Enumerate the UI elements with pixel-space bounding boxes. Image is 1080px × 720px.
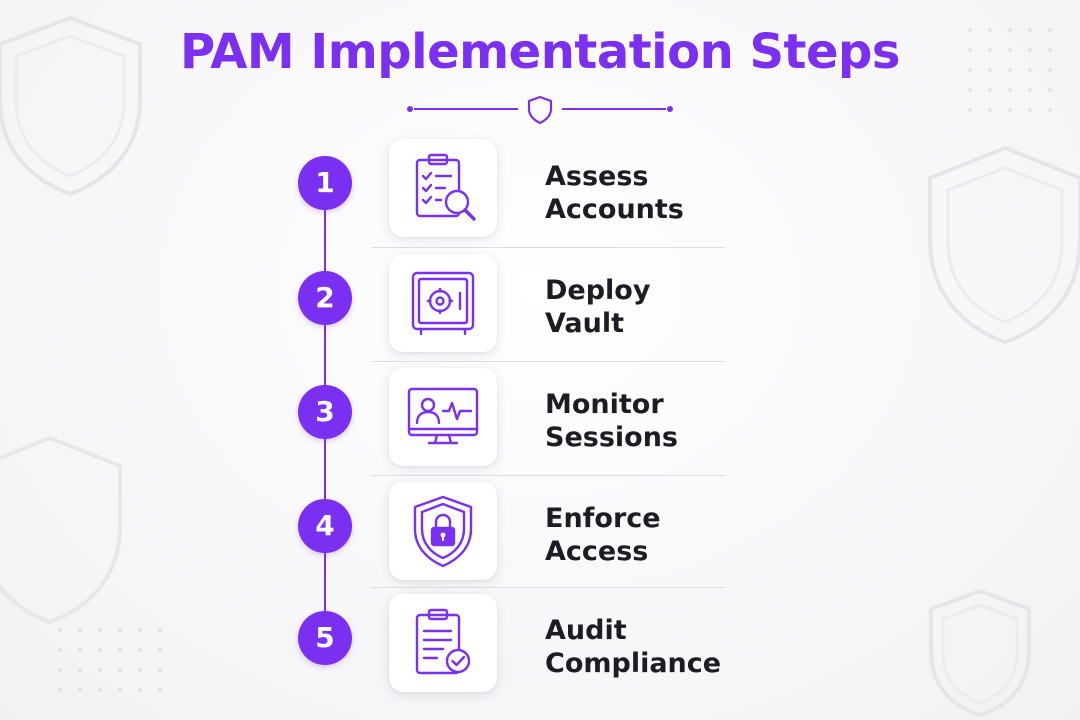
- title-divider: [407, 95, 673, 125]
- step-label-line: Access: [545, 536, 649, 567]
- step-number-badge: 3: [298, 385, 352, 439]
- step-label: Audit Compliance: [545, 614, 765, 680]
- step-icon-card: [389, 368, 497, 466]
- step-label: Deploy Vault: [545, 274, 765, 340]
- step-label: Assess Accounts: [545, 160, 765, 226]
- step-icon-card: [389, 139, 497, 237]
- shield-lock-icon: [413, 495, 473, 568]
- step-number-badge: 5: [298, 611, 352, 665]
- step-label: Enforce Access: [545, 502, 765, 568]
- divider-shield-icon: [527, 95, 553, 125]
- step-label-line: Deploy: [545, 275, 651, 306]
- row-divider: [372, 361, 725, 362]
- step-label: Monitor Sessions: [545, 388, 765, 454]
- background-dot-grid: [968, 28, 1052, 112]
- step-label-line: Sessions: [545, 422, 678, 453]
- step-label-line: Monitor: [545, 389, 664, 420]
- step-icon-card: [389, 594, 497, 692]
- step-icon-card: [389, 482, 497, 580]
- step-number-badge: 2: [298, 271, 352, 325]
- background-shield-icon: [928, 145, 1080, 345]
- row-divider: [372, 587, 725, 588]
- background-shield-icon: [929, 588, 1031, 718]
- background-dot-grid: [58, 628, 162, 692]
- row-divider: [372, 475, 725, 476]
- step-number-badge: 4: [298, 499, 352, 553]
- clipboard-check-icon: [415, 608, 471, 675]
- background-shield-icon: [0, 435, 122, 625]
- step-number-badge: 1: [298, 156, 352, 210]
- page-title: PAM Implementation Steps: [180, 24, 900, 80]
- background-shield-icon: [0, 15, 142, 197]
- step-label-line: Assess: [545, 161, 649, 192]
- step-label-line: Audit: [545, 615, 627, 646]
- step-label-line: Vault: [545, 308, 625, 339]
- clipboard-search-icon: [415, 153, 476, 221]
- safe-vault-icon: [411, 271, 475, 336]
- step-label-line: Compliance: [545, 648, 722, 679]
- step-icon-card: [389, 254, 497, 352]
- monitor-user-activity-icon: [407, 387, 479, 445]
- step-label-line: Accounts: [545, 194, 684, 225]
- row-divider: [372, 247, 725, 248]
- step-label-line: Enforce: [545, 503, 661, 534]
